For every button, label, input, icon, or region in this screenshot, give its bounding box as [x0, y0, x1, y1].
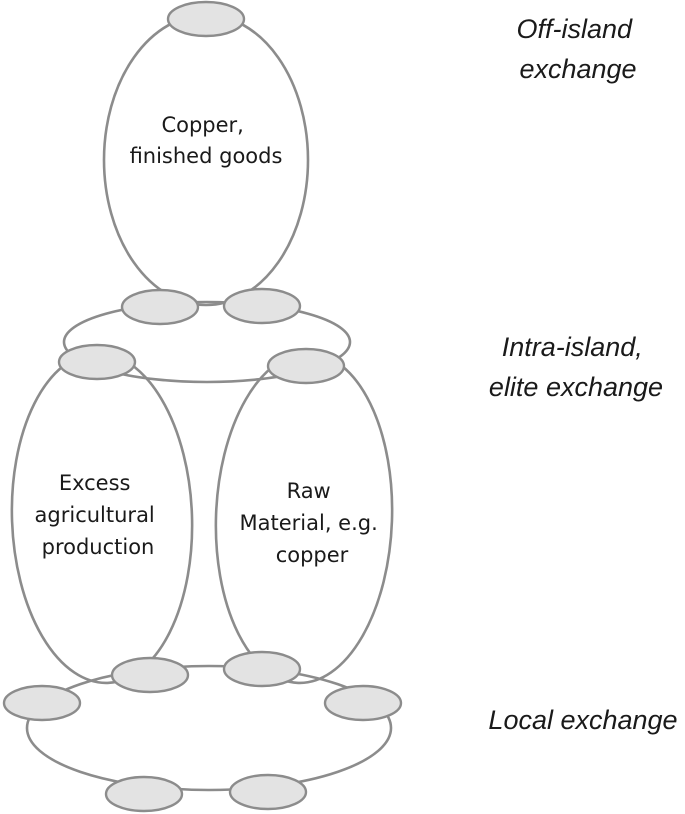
local-node-bottom-left	[104, 775, 184, 813]
elite-node-upper-right	[222, 287, 302, 325]
local-node-bottom-right	[228, 773, 308, 811]
off-island-exchange-line-2: exchange	[519, 54, 636, 84]
agricultural-production-line-2: agricultural	[35, 503, 155, 527]
elite-node-lower-left	[57, 343, 137, 381]
local-node-right	[323, 684, 403, 722]
local-exchange-ring	[25, 664, 393, 792]
elite-exchange-ring	[62, 300, 352, 384]
agricultural-production-line-1: Excess	[59, 471, 131, 495]
top-node	[166, 0, 246, 38]
local-exchange-line-1: Local exchange	[488, 705, 677, 735]
raw-material-line-3: copper	[276, 543, 349, 567]
local-node-upper-right	[222, 650, 302, 688]
elite-node-lower-right	[266, 347, 346, 385]
local-node-left	[2, 684, 82, 722]
local-node-upper-left	[110, 656, 190, 694]
off-island-exchange-line-1: Off-island	[516, 14, 633, 44]
off-island-goods-line-1: Copper,	[161, 113, 243, 137]
raw-material-line-2: Material, e.g.	[240, 511, 378, 535]
agricultural-production-label: Excess agricultural production	[35, 471, 162, 559]
intra-island-exchange-line-1: Intra-island,	[502, 332, 643, 362]
intra-island-exchange-label: Intra-island, elite exchange	[489, 332, 663, 402]
raw-material-line-1: Raw	[287, 479, 331, 503]
off-island-exchange-label: Off-island exchange	[516, 14, 639, 84]
agricultural-production-line-3: production	[42, 535, 155, 559]
elite-node-upper-left	[120, 288, 200, 326]
off-island-goods-label: Copper, finished goods	[130, 113, 283, 168]
intra-island-exchange-line-2: elite exchange	[489, 372, 663, 402]
local-exchange-label: Local exchange	[488, 705, 677, 735]
raw-material-label: Raw Material, e.g. copper	[240, 479, 385, 567]
off-island-goods-line-2: finished goods	[130, 144, 283, 168]
